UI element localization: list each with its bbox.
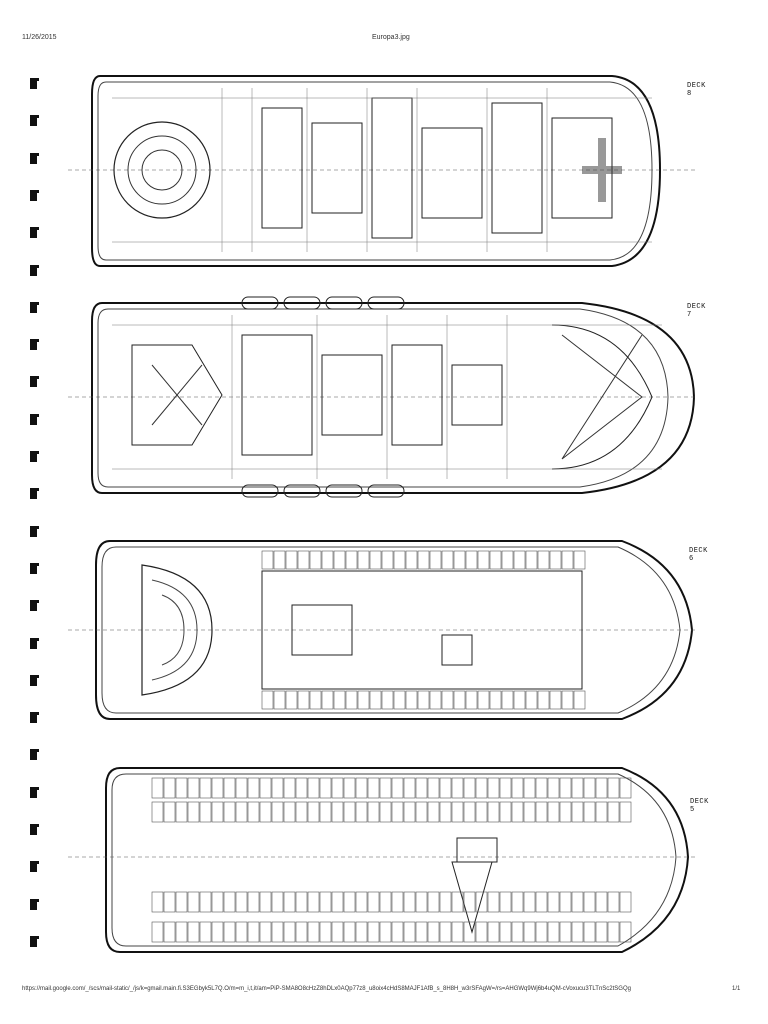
- deck-7-lifeboats: [241, 296, 405, 498]
- binder-hole: [30, 376, 39, 388]
- binder-hole: [30, 824, 39, 835]
- deck-6-drawing: [68, 540, 696, 720]
- deck-7-drawing: [68, 296, 696, 498]
- binder-hole: [30, 451, 39, 462]
- deck-6-plan: DECK 6: [62, 535, 707, 725]
- binder-hole: [30, 898, 39, 910]
- binder-hole: [30, 339, 39, 351]
- binder-hole: [30, 637, 39, 649]
- binder-hole: [30, 488, 39, 500]
- binder-hole: [30, 78, 39, 89]
- deck-8-drawing: [68, 75, 696, 267]
- deck-8-detail: [112, 88, 652, 252]
- deck-5-label: DECK 5: [690, 798, 709, 814]
- document-title: Europa3.jpg: [372, 34, 410, 41]
- deck-5-drawing: [68, 767, 696, 953]
- deck-6-cabins: [261, 550, 586, 710]
- binder-hole: [30, 674, 39, 686]
- deck-7-label: DECK 7: [687, 303, 706, 319]
- deck-5-plan: DECK 5: [62, 762, 708, 962]
- binder-hole: [30, 264, 39, 276]
- binder-hole: [30, 525, 39, 537]
- binder-hole: [30, 712, 39, 724]
- deck-7-plan: DECK 7: [62, 295, 705, 500]
- binder-hole: [30, 227, 39, 239]
- page-number: 1/1: [732, 986, 741, 992]
- deck-6-label: DECK 6: [689, 547, 708, 563]
- binder-hole: [30, 413, 39, 425]
- print-date: 11/26/2015: [22, 34, 57, 41]
- binder-hole: [30, 786, 39, 798]
- footer-url: https://mail.google.com/_/scs/mail-stati…: [22, 986, 631, 992]
- binder-hole: [30, 861, 39, 873]
- binder-hole: [30, 600, 39, 612]
- binder-hole: [30, 152, 39, 164]
- deck-8-plan: DECK 8: [62, 68, 705, 273]
- binder-hole: [30, 189, 39, 201]
- binder-hole: [30, 935, 39, 947]
- binder-hole: [30, 301, 39, 313]
- deck-8-label: DECK 8: [687, 82, 706, 98]
- binder-hole: [30, 115, 39, 127]
- binder-hole: [30, 562, 39, 574]
- binder-hole: [30, 749, 39, 761]
- deck-5-cabins: [151, 777, 632, 943]
